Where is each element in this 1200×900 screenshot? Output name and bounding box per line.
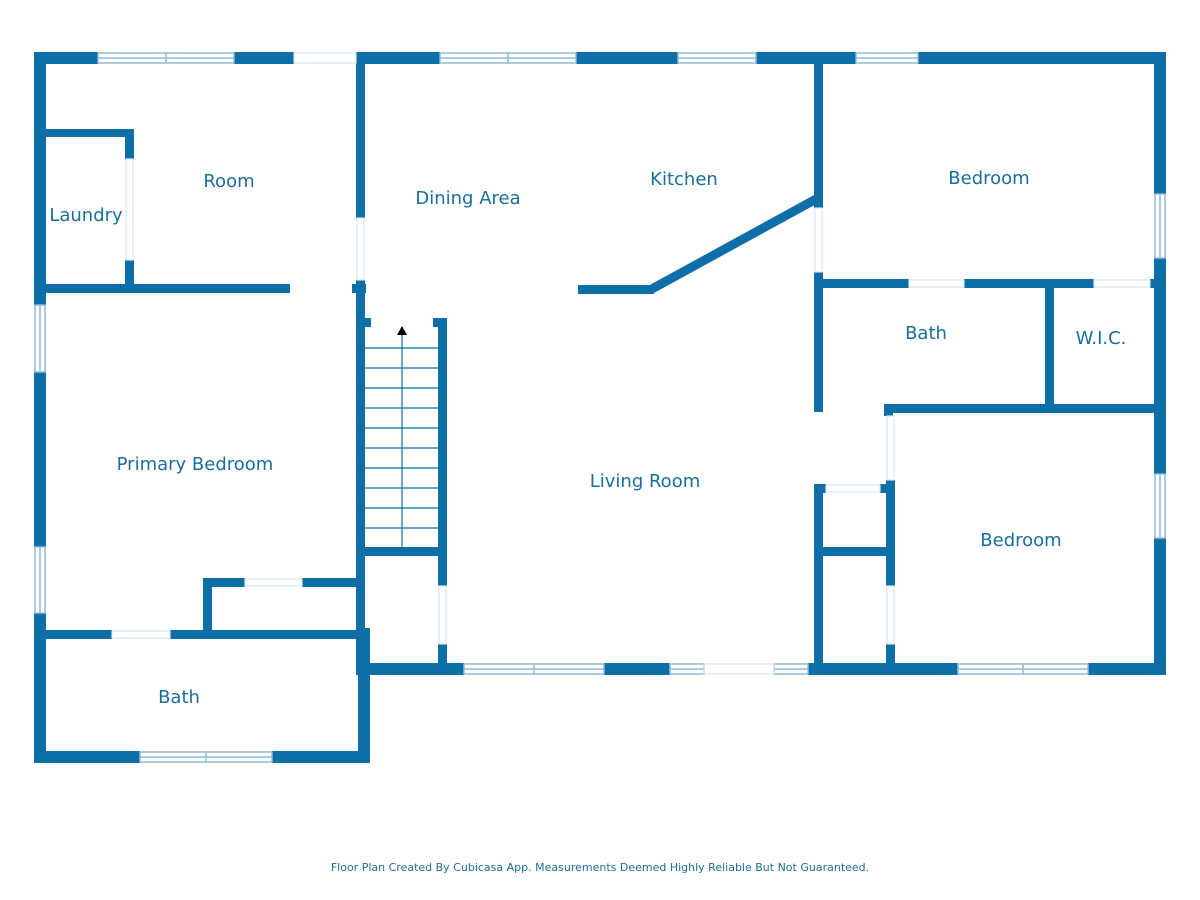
- door-opening: [814, 207, 823, 273]
- wall-segment: [302, 578, 364, 587]
- wall-segment: [356, 280, 365, 675]
- door-opening: [244, 578, 303, 587]
- room-label-bath-left: Bath: [158, 687, 200, 708]
- wall-segment: [647, 194, 821, 294]
- wall-segment: [203, 578, 245, 587]
- wall-segment: [964, 279, 1094, 288]
- footer-note: Floor Plan Created By Cubicasa App. Meas…: [330, 861, 870, 874]
- door-opening: [825, 484, 881, 493]
- wall-segment: [808, 663, 958, 675]
- wall-segment: [358, 663, 464, 675]
- wall-segment: [1088, 663, 1166, 675]
- wall-segment: [356, 52, 440, 64]
- door-opening: [125, 158, 134, 261]
- wall-segment: [814, 484, 826, 493]
- room-label-wic: W.I.C.: [1076, 328, 1127, 349]
- wall-segment: [578, 285, 654, 294]
- wall-segment: [604, 663, 670, 675]
- wall-segment: [356, 64, 365, 218]
- wall-segment: [818, 547, 892, 556]
- wall-segment: [823, 279, 909, 288]
- wall-segment: [1154, 258, 1166, 474]
- wall-segment: [46, 630, 112, 639]
- wall-segment: [886, 480, 895, 586]
- wall-segment: [756, 52, 856, 64]
- wall-segment: [365, 318, 371, 327]
- stairs: [365, 326, 438, 547]
- room-label-living-room: Living Room: [590, 471, 701, 492]
- wall-segment: [1045, 284, 1054, 410]
- room-label-laundry: Laundry: [49, 205, 123, 226]
- wall-segment: [46, 129, 134, 137]
- wall-segment: [1154, 52, 1166, 194]
- walls: [34, 52, 1166, 763]
- wall-segment: [1154, 538, 1166, 675]
- wall-segment: [814, 64, 823, 208]
- wall-segment: [886, 644, 895, 669]
- wall-segment: [438, 644, 447, 675]
- wall-segment: [884, 404, 893, 416]
- wall-segment: [814, 272, 823, 412]
- wall-segment: [34, 372, 46, 547]
- wall-segment: [365, 547, 445, 556]
- wall-segment: [170, 630, 366, 639]
- room-label-bath-right: Bath: [905, 323, 947, 344]
- room-label-dining-area: Dining Area: [415, 188, 520, 209]
- door-opening: [1093, 279, 1151, 288]
- up-arrow-icon: [397, 326, 407, 335]
- door-opening: [703, 663, 775, 675]
- door-opening: [293, 52, 357, 64]
- door-opening: [356, 217, 365, 281]
- room-label-bedroom-bottom: Bedroom: [980, 530, 1061, 551]
- room-label-room: Room: [203, 171, 254, 192]
- wall-segment: [46, 284, 290, 293]
- wall-segment: [576, 52, 678, 64]
- wall-segment: [884, 404, 1160, 413]
- room-label-bedroom-top: Bedroom: [948, 168, 1029, 189]
- door-opening: [886, 585, 895, 645]
- wall-segment: [34, 52, 98, 64]
- wall-segment: [34, 52, 46, 305]
- room-label-primary-bedroom: Primary Bedroom: [117, 454, 274, 475]
- door-openings: [111, 52, 1151, 675]
- door-opening: [886, 415, 895, 481]
- wall-segment: [918, 52, 1166, 64]
- wall-segment: [814, 484, 823, 669]
- wall-segment: [203, 578, 212, 636]
- room-label-kitchen: Kitchen: [650, 169, 718, 190]
- wall-segment: [438, 318, 447, 586]
- wall-segment: [1150, 279, 1160, 288]
- door-opening: [908, 279, 965, 288]
- wall-segment: [234, 52, 294, 64]
- wall-segment: [34, 751, 140, 763]
- wall-segment: [272, 751, 370, 763]
- wall-segment: [125, 129, 134, 159]
- windows: [34, 52, 1166, 763]
- door-opening: [438, 585, 447, 645]
- wall-segment: [125, 260, 134, 290]
- door-opening: [111, 630, 171, 639]
- wall-segment: [34, 613, 46, 763]
